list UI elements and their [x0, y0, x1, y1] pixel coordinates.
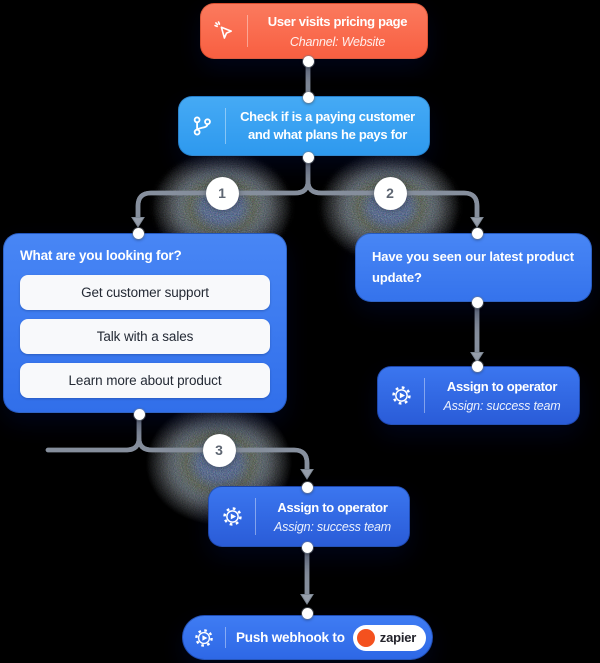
node-subtitle: Assign: success team — [274, 520, 391, 535]
branch-label-1: 1 — [205, 176, 239, 210]
port-question-left-in[interactable] — [132, 227, 144, 239]
node-title: User visits pricing page — [267, 14, 408, 30]
zapier-logo-icon — [356, 628, 375, 647]
gear-play-icon — [391, 386, 411, 405]
option-button-learn-product[interactable]: Learn more about product — [20, 363, 270, 398]
port-assign-left-in[interactable] — [301, 481, 313, 493]
question-title: What are you looking for? — [20, 248, 182, 263]
node-subtitle: Channel: Website — [289, 34, 386, 49]
port-trigger-out[interactable] — [302, 55, 314, 67]
branch-label-3: 3 — [202, 433, 236, 467]
gear-play-icon — [222, 507, 242, 526]
port-question-right-out[interactable] — [471, 296, 483, 308]
zapier-wordmark: zapier — [379, 630, 417, 645]
node-title: Check if is a paying customer and what p… — [240, 108, 415, 142]
node-question-product-update[interactable]: Have you seen our latest product update? — [355, 233, 592, 302]
port-condition-in[interactable] — [302, 91, 314, 103]
node-subtitle: Assign: success team — [443, 399, 561, 414]
click-cursor-icon — [214, 21, 233, 39]
divider — [247, 15, 248, 47]
option-button-customer-support[interactable]: Get customer support — [20, 275, 270, 310]
node-condition-paying-customer[interactable]: Check if is a paying customer and what p… — [178, 96, 430, 156]
zapier-badge: zapier — [352, 624, 427, 651]
port-condition-out[interactable] — [302, 151, 314, 163]
node-push-webhook[interactable]: Push webhook to zapier — [182, 615, 433, 660]
port-assign-right-in[interactable] — [471, 360, 483, 372]
port-question-left-out[interactable] — [133, 408, 145, 420]
port-assign-left-out[interactable] — [301, 541, 313, 553]
branch-icon — [193, 116, 211, 136]
gear-play-icon — [195, 628, 213, 647]
question-title: Have you seen our latest product update? — [372, 249, 574, 285]
node-title: Assign to operator — [277, 499, 388, 515]
divider — [225, 627, 226, 648]
node-assign-operator-right[interactable]: Assign to operator Assign: success team — [377, 366, 580, 425]
node-title: Push webhook to — [236, 630, 345, 645]
option-button-talk-sales[interactable]: Talk with a sales — [20, 319, 270, 354]
port-webhook-in[interactable] — [301, 607, 313, 619]
node-question-looking-for[interactable]: What are you looking for? Get customer s… — [3, 233, 287, 413]
node-trigger-user-visits[interactable]: User visits pricing page Channel: Websit… — [200, 3, 428, 59]
port-question-right-in[interactable] — [471, 227, 483, 239]
branch-label-2: 2 — [373, 176, 407, 210]
node-assign-operator-left[interactable]: Assign to operator Assign: success team — [208, 486, 410, 547]
node-title: Assign to operator — [446, 378, 558, 394]
